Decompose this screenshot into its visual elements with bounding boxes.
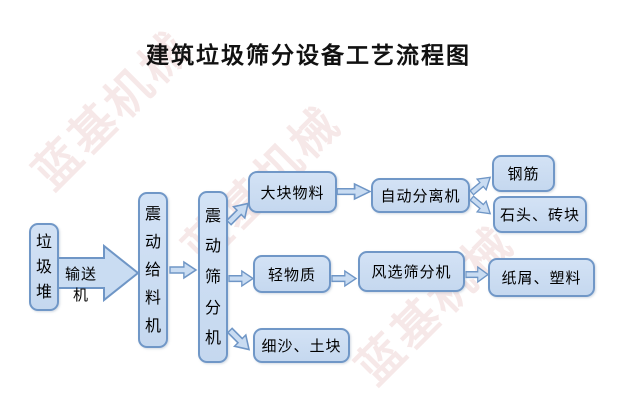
node-vibrating-feeder: 震动给料机 [138, 192, 168, 348]
node-auto-separator: 自动分离机 [371, 178, 470, 213]
arrow-screen-to-large-material-icon [225, 202, 250, 226]
watermark-text: 蓝基机械 [345, 215, 525, 395]
arrow-separator-to-steel-icon [469, 176, 492, 196]
arrow-air-screen-to-paper-icon [465, 265, 490, 284]
arrow-screen-to-sand-icon [226, 327, 251, 351]
arrow-feeder-to-screen-icon [169, 260, 198, 280]
node-paper-plastic: 纸屑、塑料 [488, 258, 595, 297]
node-steel-bar: 钢筋 [492, 155, 555, 192]
arrow-screen-to-light-material-icon [228, 269, 255, 288]
node-stone-brick: 石头、砖块 [493, 196, 587, 233]
diagram-title: 建筑垃圾筛分设备工艺流程图 [146, 42, 471, 69]
arrow-separator-to-stone-icon [469, 195, 492, 215]
conveyor-arrow-label: 输送机 [64, 265, 97, 304]
conveyor-arrow-icon [57, 243, 140, 303]
node-fine-sand: 细沙、土块 [253, 328, 350, 363]
node-air-screen: 风选筛分机 [358, 251, 465, 292]
arrow-large-material-to-separator-icon [336, 182, 372, 201]
node-waste-pile: 垃圾堆 [29, 223, 59, 311]
arrow-light-material-to-air-screen-icon [331, 269, 358, 288]
node-vibrating-screen: 震动筛分机 [198, 191, 228, 363]
node-light-material: 轻物质 [253, 255, 331, 293]
node-large-material: 大块物料 [248, 171, 337, 213]
